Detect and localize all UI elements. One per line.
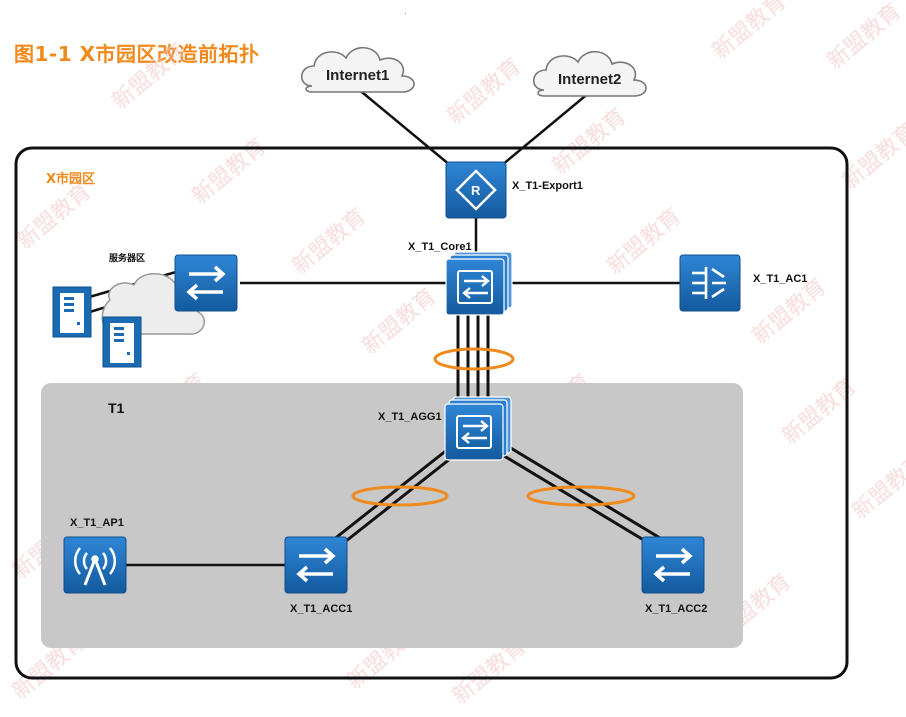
server-1 [52,286,92,338]
router-export[interactable]: R [445,161,507,219]
label-ap: X_T1_AP1 [70,517,124,529]
header-dot: . [404,6,407,17]
lag-rings [351,347,636,507]
svg-text:新盟教育: 新盟教育 [848,449,906,525]
access-point[interactable] [63,536,127,594]
link-agg-acc2-1 [495,449,653,547]
label-acc1: X_T1_ACC1 [290,603,352,615]
svg-text:Internet1: Internet1 [326,67,389,84]
label-agg: X_T1_AGG1 [378,411,442,423]
svg-text:新盟教育: 新盟教育 [188,134,271,210]
server-2 [102,316,142,368]
switch-agg[interactable] [443,395,513,462]
svg-text:新盟教育: 新盟教育 [603,204,686,280]
svg-text:新盟教育: 新盟教育 [358,284,441,360]
switch-core[interactable] [444,250,514,317]
label-export: X_T1-Export1 [512,180,583,192]
switch-server-area[interactable] [173,253,239,313]
router-icon [455,169,497,211]
switch-acc2[interactable] [640,535,706,595]
svg-text:新盟教育: 新盟教育 [108,39,191,115]
campus-frame [14,146,849,680]
svg-text:新盟教育: 新盟教育 [823,0,906,75]
ac-controller[interactable] [679,254,741,312]
diagram-title: 图1-1 X市园区改造前拓扑 [14,42,260,66]
svg-text:新盟教育: 新盟教育 [288,204,371,280]
svg-text:R: R [471,183,481,198]
wifi-icon [73,547,117,586]
label-core: X_T1_Core1 [408,241,472,253]
server-area-label: 服务器区 [109,252,145,264]
label-acc2: X_T1_ACC2 [645,603,707,615]
t1-area [41,383,743,648]
lag-ring-agg-acc2 [526,485,636,507]
link-internet2-export [489,91,591,176]
ac-icon [692,267,726,299]
svg-text:新盟教育: 新盟教育 [443,54,526,130]
t1-area-label: T1 [108,400,125,416]
svg-text:新盟教育: 新盟教育 [748,274,831,350]
svg-text:新盟教育: 新盟教育 [708,0,791,65]
cloud-internet2: Internet2 [532,50,647,97]
link-agg-acc1-2 [340,449,461,547]
label-ac: X_T1_AC1 [753,273,807,285]
svg-text:新盟教育: 新盟教育 [13,179,96,255]
link-agg-acc1-1 [332,444,453,542]
svg-text:新盟教育: 新盟教育 [778,374,861,450]
link-internet1-export [356,87,463,176]
cloud-internet1: Internet1 [300,46,415,93]
campus-label: X市园区 [46,171,95,187]
switch-acc1[interactable] [283,535,349,595]
lag-ring-agg-acc1 [351,485,449,507]
svg-text:Internet2: Internet2 [558,71,621,88]
lag-ring-core-agg [433,347,515,371]
link-agg-acc2-2 [503,442,661,540]
